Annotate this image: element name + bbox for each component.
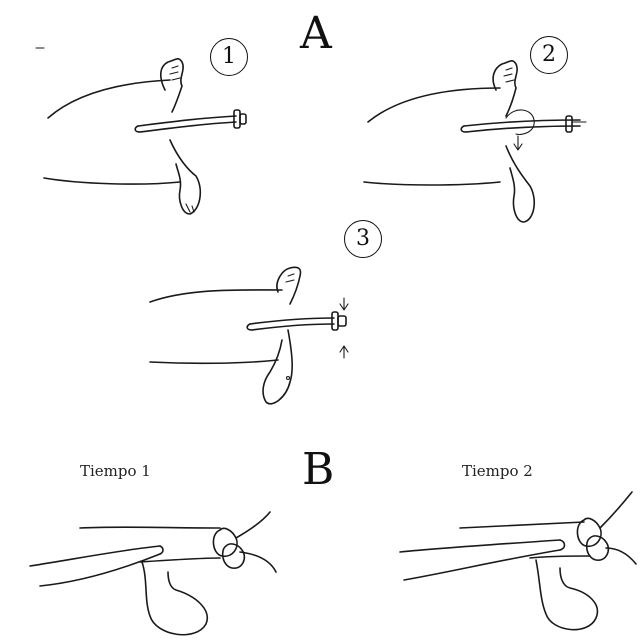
tiempo-1-inner-bottom	[40, 554, 160, 586]
step-3-tube-end	[247, 324, 252, 330]
step-2-tube-bottom	[466, 126, 580, 132]
step-2-upper-outline	[368, 88, 500, 122]
tiempo-1-upper-wall	[80, 527, 220, 528]
step-3-tube-bottom	[252, 324, 334, 330]
step-2-tube-end	[461, 126, 466, 132]
step-1-upper-outline	[48, 80, 170, 118]
tiempo-1-knot-a	[213, 528, 237, 556]
step-1-lower-outline	[44, 178, 180, 184]
tiempo-2-strand-top	[600, 492, 632, 528]
step-1-tube-cap	[234, 110, 240, 128]
tiempo-2-upper-wall	[460, 522, 584, 528]
step-3-flap-hatching	[286, 274, 294, 282]
tiempo-2-lower-wall	[530, 556, 590, 558]
step-1-flap	[161, 59, 183, 112]
step-3-illustration	[150, 267, 348, 403]
tiempo-2-inner-tip	[560, 540, 565, 550]
tiempo-1-sac	[142, 562, 207, 635]
step-3-upper-outline	[150, 290, 282, 302]
tiempo-1-strand-bottom	[240, 552, 276, 572]
tiempo-2-illustration	[400, 492, 636, 630]
step-2-lower-outline	[364, 182, 500, 185]
step-3-tube-cap	[332, 312, 338, 330]
step-1-illustration	[44, 59, 246, 214]
step-3-tube-top	[250, 318, 334, 324]
step-3-lower-outline	[150, 360, 278, 363]
step-1-lobe	[170, 140, 200, 214]
tiempo-1-strand-top	[236, 512, 270, 538]
tiempo-1-inner-tip	[160, 546, 163, 554]
tiempo-2-knot-a	[577, 518, 601, 546]
step-3-lobe	[263, 330, 292, 404]
step-2-tube-top	[464, 120, 580, 126]
step-2-tube-cap	[566, 116, 572, 132]
step-1-tube-plug	[240, 114, 246, 124]
step-1-tube-end	[135, 126, 140, 132]
tiempo-1-illustration	[30, 512, 276, 635]
tiempo-1-inner-top	[30, 546, 160, 566]
tiempo-2-strand-bottom	[606, 548, 636, 564]
step-3-flap	[277, 267, 301, 304]
step-3-tube-plug	[338, 316, 346, 326]
tiempo-2-sac	[536, 560, 597, 630]
step-2-flap-hatching	[504, 68, 514, 82]
step-2-lobe	[506, 146, 534, 222]
step-1-lobe-hatching	[186, 204, 194, 212]
step-2-down-arrow	[514, 136, 522, 150]
tiempo-2-knot-b	[587, 536, 609, 560]
step-1-flap-hatching	[170, 66, 180, 80]
tiempo-1-lower-wall	[140, 558, 220, 562]
step-3-arrow-up	[340, 346, 348, 358]
step-3-arrow-down	[340, 298, 348, 310]
step-2-illustration	[364, 61, 586, 222]
step-1-tube-top	[138, 116, 236, 126]
tiempo-2-inner-top	[400, 540, 560, 552]
step-3-lobe-dot	[287, 377, 290, 380]
